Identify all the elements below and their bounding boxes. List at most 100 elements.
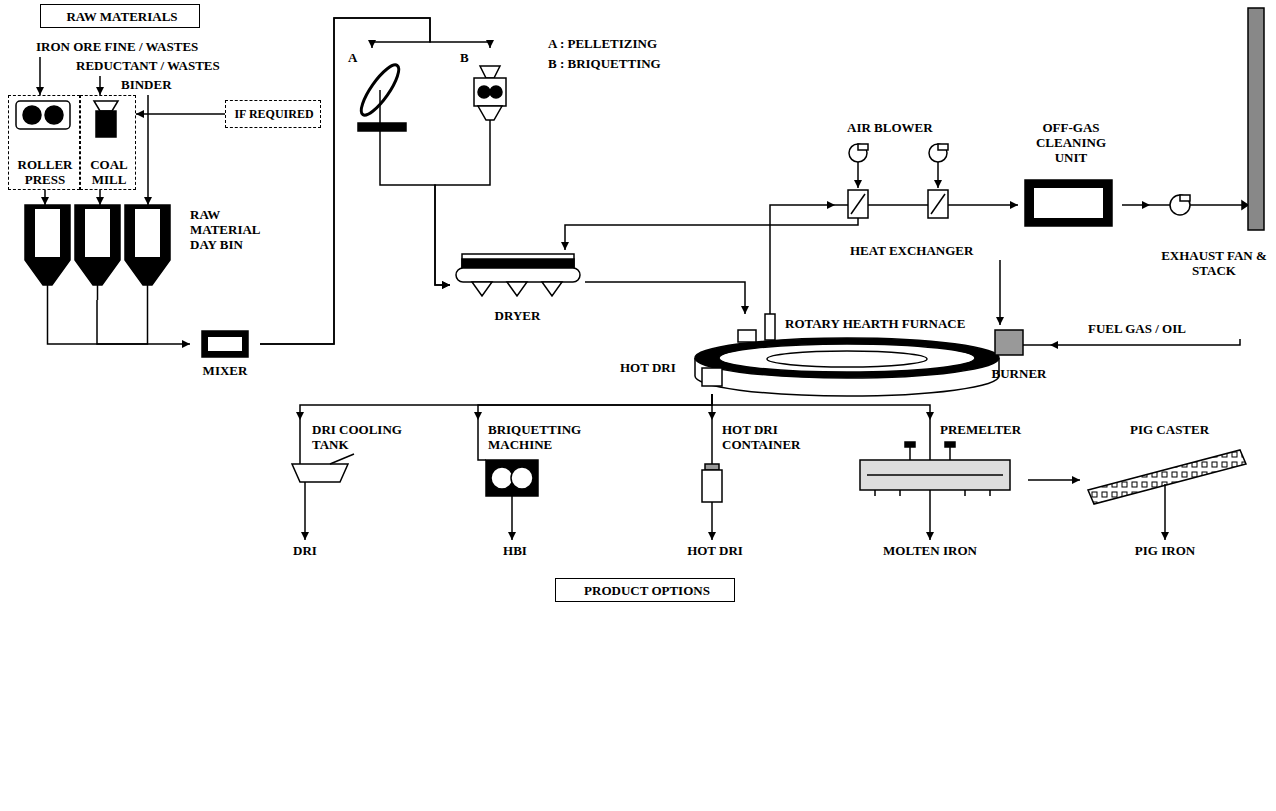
rotary-hearth-furnace-symbol (695, 314, 999, 396)
heading-box: PRODUCT OPTIONS (555, 578, 735, 602)
node-label: PRODUCT OPTIONS (584, 583, 710, 598)
node-label: B (460, 50, 469, 65)
node-label: HEAT EXCHANGER (850, 243, 973, 258)
day-bin-symbol (25, 205, 170, 300)
briquetter-symbol (474, 66, 506, 133)
node-label: OFF-GAS CLEANING UNIT (1023, 120, 1119, 165)
heat-exchanger: HEAT EXCHANGER (835, 188, 1005, 260)
flow-arrow (97, 300, 190, 344)
product-text: HOT DRI (675, 540, 755, 561)
hot-container: HOT DRI CONTAINER (700, 420, 840, 510)
node-label: PIG IRON (1135, 543, 1195, 558)
flow-arrow (260, 18, 490, 344)
input-text: REDUCTANT / WASTES (70, 55, 240, 76)
node-label: EXHAUST FAN & STACK (1155, 248, 1273, 278)
air-blower-symbol (849, 144, 948, 173)
node-label: PREMELTER (940, 422, 1021, 437)
briquetter: B (452, 48, 527, 133)
equipment-box: ROLLER PRESS (8, 95, 80, 190)
flow-arrow (1164, 512, 1166, 540)
node-label: RAW MATERIALS (66, 9, 177, 24)
dryer-symbol (456, 254, 580, 296)
node-label: MIXER (203, 363, 248, 378)
node-label: A (348, 50, 357, 65)
flow-arrow (585, 282, 745, 314)
air-blower: AIR BLOWER (835, 118, 955, 173)
flow-arrow (260, 18, 430, 344)
flow-arrow (712, 394, 930, 420)
node-label: DRI (293, 543, 317, 558)
flow-arrow (304, 505, 306, 540)
stream-label: HOT DRI (620, 360, 676, 375)
briquetting-machine: BRIQUETTING MACHINE (468, 420, 600, 505)
node-label: RAW MATERIAL DAY BIN (190, 207, 270, 252)
node-label: IF REQUIRED (234, 107, 313, 122)
pelletizer-symbol (355, 60, 406, 140)
coal-mill-symbol (94, 101, 118, 137)
input-text: BINDER (115, 74, 195, 95)
node-label: HOT DRI (687, 543, 743, 558)
flow-arrow (300, 394, 712, 420)
flow-arrow (1050, 339, 1240, 345)
node-label: BINDER (121, 77, 172, 92)
exhaust-fan-stack-symbol (1150, 8, 1264, 230)
node-label: HOT DRI CONTAINER (722, 422, 832, 452)
flow-arrow (435, 133, 490, 285)
node-label: PIG CASTER (1130, 422, 1209, 437)
product-text: PIG IRON (1120, 540, 1210, 561)
flow-arrow (929, 512, 931, 540)
flow-arrow (511, 505, 513, 540)
product-text: DRI (280, 540, 330, 561)
node-label: IRON ORE FINE / WASTES (36, 39, 198, 54)
legend-note-wrap: A : PELLETIZING (548, 36, 657, 51)
node-label: ROLLER PRESS (13, 157, 77, 187)
node-label: FUEL GAS / OIL (1088, 321, 1186, 336)
mixer: MIXER (190, 325, 260, 380)
exhaust-stack: EXHAUST FAN & STACK (1150, 5, 1276, 280)
node-label: HBI (503, 543, 527, 558)
flow-arrow (99, 76, 101, 95)
flow-arrow (711, 510, 713, 540)
container-symbol (702, 420, 722, 510)
legend-note: A : PELLETIZING (548, 36, 657, 51)
heading-box: RAW MATERIALS (40, 4, 200, 28)
flow-arrow (1028, 479, 1080, 481)
gas-cleaning-symbol (1025, 180, 1112, 226)
node-label: ROTARY HEARTH FURNACE (785, 316, 965, 331)
gas-cleaning-unit: OFF-GAS CLEANING UNIT (1018, 118, 1122, 230)
flow-arrow (147, 95, 149, 205)
node-label: DRI COOLING TANK (312, 422, 430, 452)
pig-caster: PIG CASTER (1080, 420, 1260, 512)
input-text: IRON ORE FINE / WASTES (30, 36, 220, 57)
pelletizer: A (340, 48, 430, 140)
flow-arrow (1122, 204, 1150, 206)
burner-symbol (995, 330, 1050, 355)
flow-arrow (136, 113, 225, 115)
flow-arrow (857, 173, 859, 188)
flow-arrow (999, 260, 1001, 325)
node-label: MOLTEN IRON (883, 543, 977, 558)
stream-label-wrap: HOT DRI (620, 360, 676, 375)
cooling-tank: DRI COOLING TANK (290, 420, 440, 505)
flow-arrow (380, 140, 450, 285)
node-label: REDUCTANT / WASTES (76, 58, 220, 73)
mixer-symbol (202, 331, 248, 357)
flow-arrow (1005, 204, 1018, 206)
flow-arrow (478, 394, 712, 420)
flow-arrow (770, 205, 835, 314)
product-text: MOLTEN IRON (870, 540, 990, 561)
node-label: COAL MILL (85, 157, 133, 187)
burner: BURNER (988, 325, 1050, 383)
flow-arrow (39, 57, 41, 95)
product-text: HBI (490, 540, 540, 561)
roller-press-symbol (16, 101, 70, 129)
bin-group: RAW MATERIAL DAY BIN (20, 205, 276, 300)
node-label: DRYER (495, 308, 541, 323)
node-label: BRIQUETTING MACHINE (488, 422, 594, 452)
flow-arrow (44, 190, 46, 205)
node-label: AIR BLOWER (847, 120, 933, 135)
node-label: BURNER (992, 366, 1047, 381)
legend-note-wrap: B : BRIQUETTING (548, 56, 661, 71)
